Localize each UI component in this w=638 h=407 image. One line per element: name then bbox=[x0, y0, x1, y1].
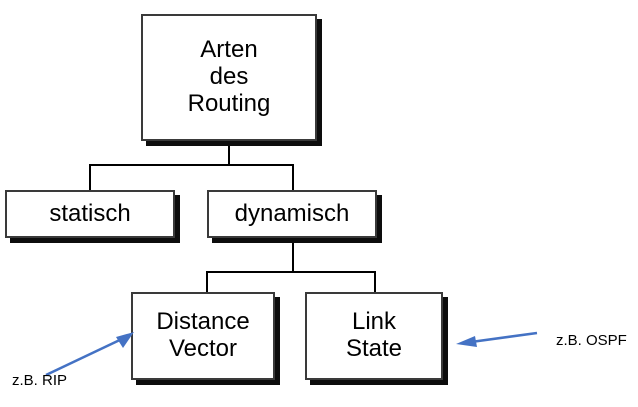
node-link-state: Link State bbox=[305, 292, 443, 380]
connector-bar-to-link-state bbox=[374, 271, 376, 293]
node-dynamisch: dynamisch bbox=[207, 190, 377, 238]
connector-bar-to-distance-vector bbox=[206, 271, 208, 293]
connector-dynamisch-to-bar bbox=[292, 238, 294, 273]
arrow-rip-icon bbox=[45, 332, 134, 377]
annotation-label-rip: z.B. RIP bbox=[12, 372, 68, 389]
connector-root-to-bar bbox=[228, 141, 230, 166]
node-arten-des-routing: Arten des Routing bbox=[141, 14, 317, 141]
connector-top-bar bbox=[89, 164, 294, 166]
node-distance-vector: Distance Vector bbox=[131, 292, 275, 380]
connector-bar-to-dynamisch bbox=[292, 164, 294, 191]
annotation-label-ospf: z.B. OSPF bbox=[556, 332, 627, 349]
arrow-ospf-icon bbox=[456, 331, 538, 347]
connector-bar-to-statisch bbox=[89, 164, 91, 191]
connector-bottom-bar bbox=[206, 271, 376, 273]
node-statisch: statisch bbox=[5, 190, 175, 238]
